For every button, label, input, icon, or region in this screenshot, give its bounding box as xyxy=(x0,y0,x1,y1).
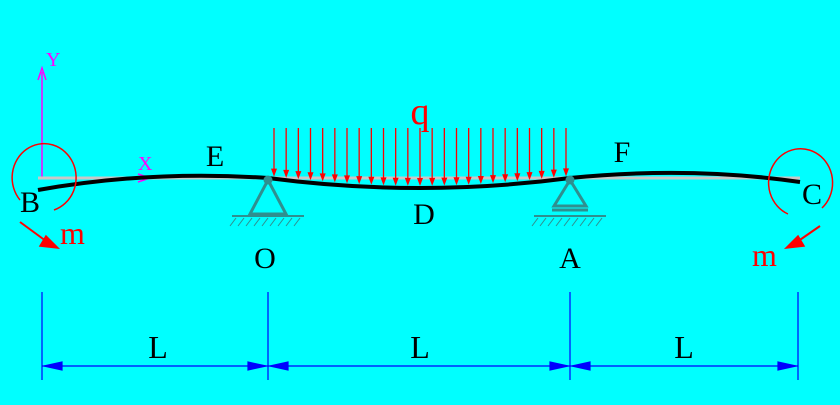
roller-support-a xyxy=(531,175,606,227)
dimension-lines xyxy=(41,292,799,380)
moment-left-label: m xyxy=(60,215,85,251)
load-arrow-head xyxy=(392,177,399,186)
load-arrow-head xyxy=(380,177,387,186)
moment-right xyxy=(767,148,834,249)
point-b-label: B xyxy=(20,186,40,219)
load-arrow-head xyxy=(307,172,314,181)
point-e-label: E xyxy=(206,140,224,173)
load-arrow-head xyxy=(404,177,411,186)
load-arrow-head xyxy=(538,170,545,179)
point-a-label: A xyxy=(559,242,581,275)
roller-hinge xyxy=(565,175,575,185)
span-label-2: L xyxy=(410,329,430,365)
x-axis-label: X xyxy=(138,153,153,175)
pin-hatching xyxy=(229,217,301,227)
roller-triangle xyxy=(551,177,589,208)
load-arrow-head xyxy=(441,177,448,186)
load-arrow-head xyxy=(368,176,375,185)
dim-arrow-1r xyxy=(247,361,267,371)
load-arrow-head xyxy=(331,174,338,183)
load-arrow-head xyxy=(283,169,290,178)
load-arrow-head xyxy=(295,171,302,180)
point-c-label: C xyxy=(802,178,822,211)
point-d-label: D xyxy=(413,198,435,231)
load-arrow-head xyxy=(319,173,326,182)
moment-left xyxy=(11,142,77,249)
span-label-3: L xyxy=(674,329,694,365)
load-arrow-head xyxy=(344,175,350,184)
coordinate-axes xyxy=(37,65,153,183)
moment-left-arrowhead xyxy=(38,234,61,249)
deflected-beam xyxy=(37,170,801,192)
pin-support-o xyxy=(229,175,304,227)
moment-left-arc xyxy=(11,142,77,211)
dim-arrow-1l xyxy=(43,361,63,371)
load-arrow-head xyxy=(465,176,472,185)
load-arrow-head xyxy=(563,168,569,177)
load-arrow-head xyxy=(477,176,484,185)
load-arrow-head xyxy=(514,173,521,182)
load-arrow-head xyxy=(417,177,423,186)
load-arrow-head xyxy=(356,176,363,185)
load-arrow-head xyxy=(453,177,460,186)
load-arrow-head xyxy=(429,177,436,186)
load-arrow-head xyxy=(502,174,509,183)
y-axis-label: Y xyxy=(46,49,60,71)
pin-triangle xyxy=(247,176,289,216)
dim-arrow-3l xyxy=(571,361,591,371)
span-label-1: L xyxy=(148,329,168,365)
moment-right-label: m xyxy=(752,237,777,273)
point-o-label: O xyxy=(254,242,276,275)
load-arrow-head xyxy=(550,169,557,178)
moment-right-arrowhead xyxy=(783,234,806,249)
moment-right-arc xyxy=(767,148,834,215)
load-arrow-head xyxy=(490,175,496,184)
load-label: q xyxy=(411,91,430,133)
dim-arrow-2l xyxy=(269,361,289,371)
roller-hatching xyxy=(531,217,603,227)
dim-arrow-2r xyxy=(549,361,569,371)
point-f-label: F xyxy=(614,136,631,169)
distributed-load xyxy=(271,128,569,186)
pin-hinge xyxy=(263,175,273,185)
load-arrow-head xyxy=(526,172,533,181)
dim-arrow-3r xyxy=(777,361,797,371)
y-axis-arrow xyxy=(37,65,47,81)
load-arrow-head xyxy=(271,168,277,177)
